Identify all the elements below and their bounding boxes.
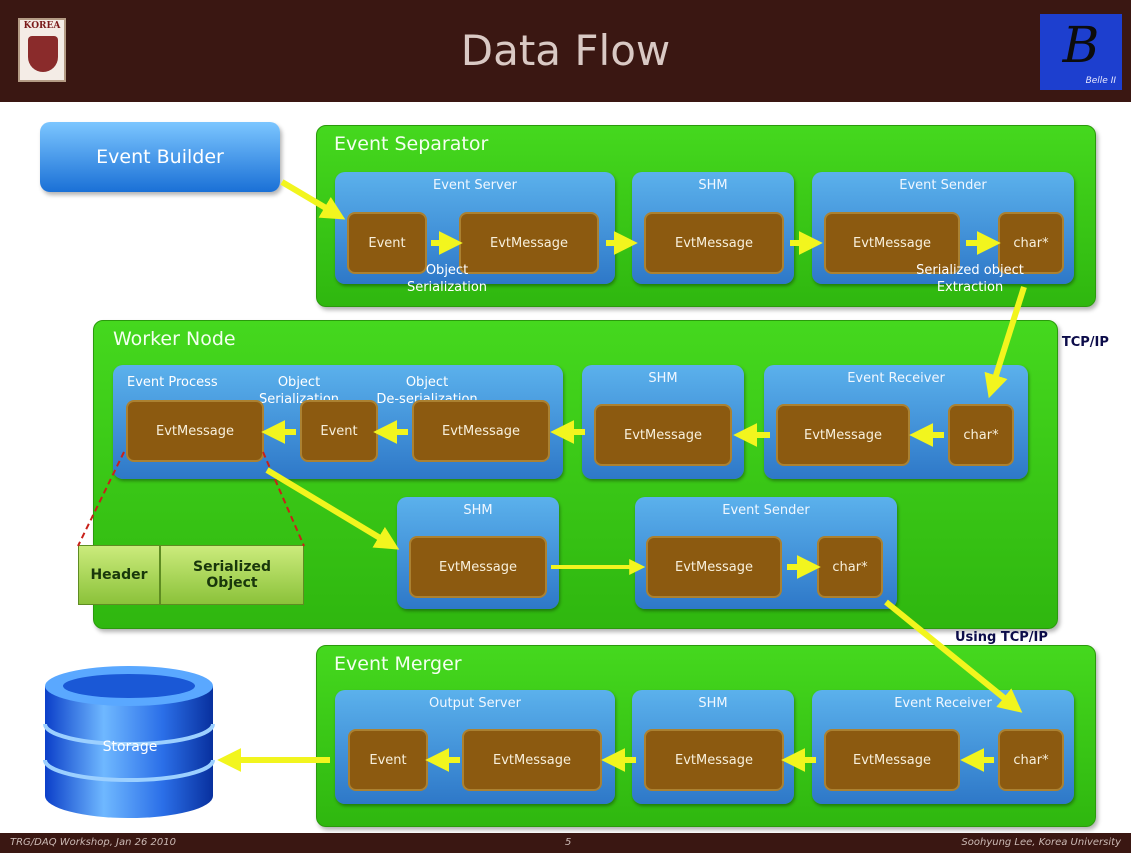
separator-serialization-note: Object Serialization <box>406 263 488 295</box>
footer-page-number: 5 <box>565 837 572 848</box>
footer-left-text: TRG/DAQ Workshop, Jan 26 2010 <box>10 837 176 848</box>
merger-shm-label: SHM <box>698 696 728 711</box>
storage-label: Storage <box>102 739 158 755</box>
arrow-separator-to-worker <box>984 286 1027 399</box>
event-merger-label: Event Merger <box>334 653 462 675</box>
separator-sender-char-node: char* <box>998 212 1064 274</box>
footer-bar: TRG/DAQ Workshop, Jan 26 2010 5 Soohyung… <box>0 833 1131 853</box>
worker-shm-label: SHM <box>648 371 678 386</box>
merger-shm-evtmessage-node: EvtMessage <box>644 729 784 791</box>
merger-receiver-char-node: char* <box>998 729 1064 791</box>
output-server-label: Output Server <box>429 696 521 711</box>
arrow-builder-to-server <box>280 179 346 220</box>
process-event-node: Event <box>300 400 378 462</box>
serialized-object-segment: Serialized Object <box>160 545 304 605</box>
receiver-evtmessage-node: EvtMessage <box>776 404 910 466</box>
separator-sender-evtmessage-node: EvtMessage <box>824 212 960 274</box>
separator-event-node: Event <box>347 212 427 274</box>
separator-evtmessage-node: EvtMessage <box>459 212 599 274</box>
worker-shm2-evtmessage-node: EvtMessage <box>409 536 547 598</box>
storage-cylinder-icon <box>43 666 215 818</box>
page-title: Data Flow <box>460 26 671 75</box>
worker-node-label: Worker Node <box>113 328 236 350</box>
separator-shm-evtmessage-node: EvtMessage <box>644 212 784 274</box>
worker-shm2-label: SHM <box>463 503 493 518</box>
merger-evtmessage-node: EvtMessage <box>462 729 602 791</box>
merger-event-receiver-label: Event Receiver <box>894 696 992 711</box>
worker-event-receiver-label: Event Receiver <box>847 371 945 386</box>
arrow-process-to-shm2 <box>265 467 400 550</box>
merger-receiver-evtmessage-node: EvtMessage <box>824 729 960 791</box>
header-pointer-right <box>262 451 305 547</box>
korea-logo-text: KOREA <box>23 21 61 31</box>
worker-sender-evtmessage-node: EvtMessage <box>646 536 782 598</box>
worker-shm-evtmessage-node: EvtMessage <box>594 404 732 466</box>
process-evtmessage2-node: EvtMessage <box>412 400 550 462</box>
belle-logo-letter: B <box>1062 16 1100 74</box>
separator-event-sender-label: Event Sender <box>899 178 987 193</box>
footer-right-text: Soohyung Lee, Korea University <box>961 837 1121 848</box>
header-segment: Header <box>78 545 160 605</box>
korea-university-logo: KOREA <box>18 18 66 82</box>
event-builder: Event Builder <box>40 122 280 192</box>
worker-event-sender-label: Event Sender <box>722 503 810 518</box>
belle-ii-logo: B Belle II <box>1040 14 1122 90</box>
receiver-char-node: char* <box>948 404 1014 466</box>
title-bar <box>0 0 1131 102</box>
tcp-label-2: Using TCP/IP <box>955 630 1048 645</box>
separator-extraction-note: Serialized object Extraction <box>916 263 1024 295</box>
belle-logo-text: Belle II <box>1085 76 1116 86</box>
tiger-emblem-icon <box>28 36 58 72</box>
header-pointer-left <box>77 451 125 547</box>
event-server-label: Event Server <box>432 178 517 193</box>
process-evtmessage-node: EvtMessage <box>126 400 264 462</box>
event-process-label: Event Process <box>127 375 218 390</box>
arrow-worker-to-merger <box>884 599 1023 713</box>
separator-shm-label: SHM <box>698 178 728 193</box>
event-separator-label: Event Separator <box>334 133 489 155</box>
merger-event-node: Event <box>348 729 428 791</box>
